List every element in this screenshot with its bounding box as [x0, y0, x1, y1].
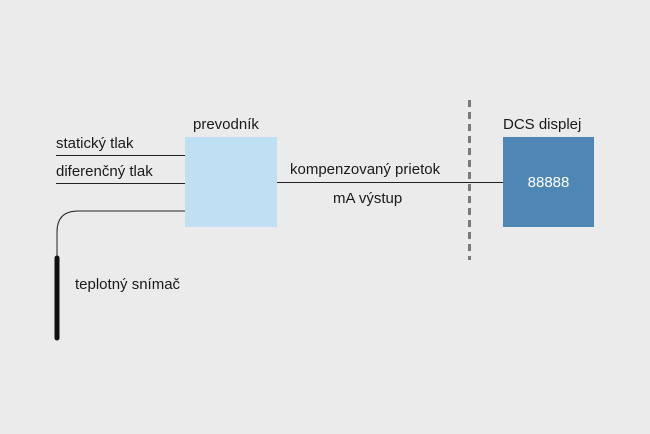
static-pressure-label: statický tlak	[56, 135, 134, 152]
output-label-flow: kompenzovaný prietok	[290, 161, 441, 178]
temperature-sensor-label: teplotný snímač	[75, 276, 181, 293]
static-pressure-line	[56, 155, 185, 156]
differential-pressure-line	[56, 183, 185, 184]
dcs-display-box: 88888	[503, 137, 594, 227]
temperature-sensor-wire	[56, 210, 185, 258]
output-line	[277, 182, 503, 183]
converter-box	[185, 137, 277, 227]
dcs-display-label: DCS displej	[503, 116, 582, 133]
system-boundary-dashed-line	[468, 100, 471, 260]
output-label-ma: mA výstup	[333, 190, 403, 207]
converter-label: prevodník	[193, 116, 259, 133]
differential-pressure-label: diferenčný tlak	[56, 163, 153, 180]
dcs-display-value: 88888	[527, 174, 570, 191]
